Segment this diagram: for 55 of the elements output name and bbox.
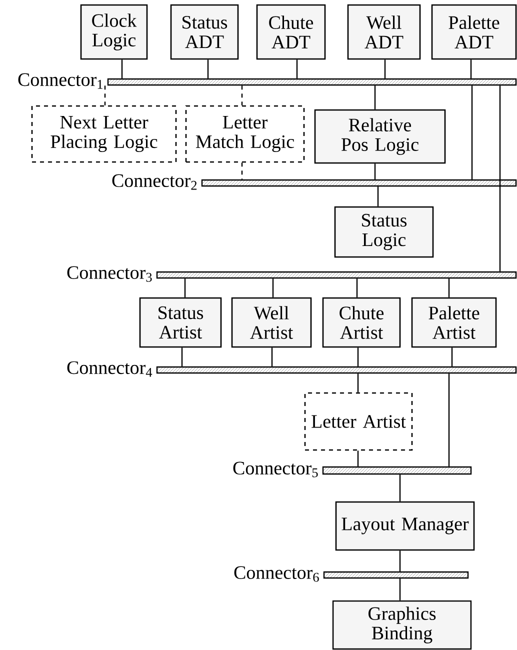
connector-bar bbox=[107, 78, 517, 86]
connector-label: Connector$_{1}$ bbox=[18, 73, 102, 89]
connector-line bbox=[241, 86, 243, 106]
connector-line bbox=[384, 60, 386, 78]
process-box: Clock Logic bbox=[80, 4, 148, 60]
connector-label: Connector$_{3}$ bbox=[67, 266, 152, 282]
connector-bar bbox=[323, 571, 469, 579]
process-box: Well Artist bbox=[231, 297, 312, 348]
connector-line bbox=[356, 278, 358, 298]
connector-line bbox=[181, 348, 183, 366]
connector-line bbox=[470, 60, 472, 78]
connector-line bbox=[451, 348, 453, 366]
dashed-box: Letter Artist bbox=[304, 392, 413, 451]
connector-line bbox=[357, 348, 359, 366]
connector-line bbox=[241, 162, 243, 180]
connector-line bbox=[471, 86, 473, 180]
connector-line bbox=[104, 86, 106, 106]
connector-line bbox=[207, 60, 209, 78]
connector-line bbox=[377, 186, 379, 206]
dashed-box: Letter Match Logic bbox=[185, 105, 305, 163]
process-box: Relative Pos Logic bbox=[314, 109, 446, 164]
connector-label: Connector$_{5}$ bbox=[233, 462, 318, 478]
connector-line bbox=[399, 578, 401, 600]
dashed-box: Next Letter Placing Logic bbox=[31, 105, 177, 163]
connector-line bbox=[399, 550, 401, 572]
connector-line bbox=[499, 86, 501, 272]
connector-line bbox=[399, 474, 401, 502]
connector-label: Connector$_{2}$ bbox=[112, 174, 197, 190]
connector-line bbox=[357, 374, 359, 392]
connector-label: Connector$_{6}$ bbox=[234, 566, 319, 582]
connector-line bbox=[121, 60, 123, 78]
connector-line bbox=[271, 348, 273, 366]
connector-line bbox=[448, 278, 450, 298]
process-box: Well ADT bbox=[347, 4, 421, 60]
connector-bar bbox=[156, 271, 517, 279]
process-box: Status ADT bbox=[170, 4, 239, 60]
process-box: Status Logic bbox=[334, 206, 434, 258]
process-box: Chute ADT bbox=[256, 4, 326, 60]
connector-line bbox=[184, 278, 186, 298]
process-box: Status Artist bbox=[139, 297, 222, 348]
connector-label: Connector$_{4}$ bbox=[67, 361, 152, 377]
connector-line bbox=[448, 374, 450, 466]
connector-line bbox=[374, 164, 376, 180]
connector-bar bbox=[322, 466, 472, 475]
process-box: Graphics Binding bbox=[332, 600, 472, 650]
process-box: Layout Manager bbox=[335, 501, 475, 551]
connector-line bbox=[272, 278, 274, 298]
connector-bar bbox=[201, 179, 517, 187]
connector-line bbox=[374, 86, 376, 110]
connector-line bbox=[357, 450, 359, 466]
process-box: Chute Artist bbox=[322, 297, 401, 348]
connector-line bbox=[296, 60, 298, 78]
process-box: Palette Artist bbox=[411, 297, 497, 348]
connector-bar bbox=[156, 366, 517, 374]
process-box: Palette ADT bbox=[431, 4, 517, 60]
